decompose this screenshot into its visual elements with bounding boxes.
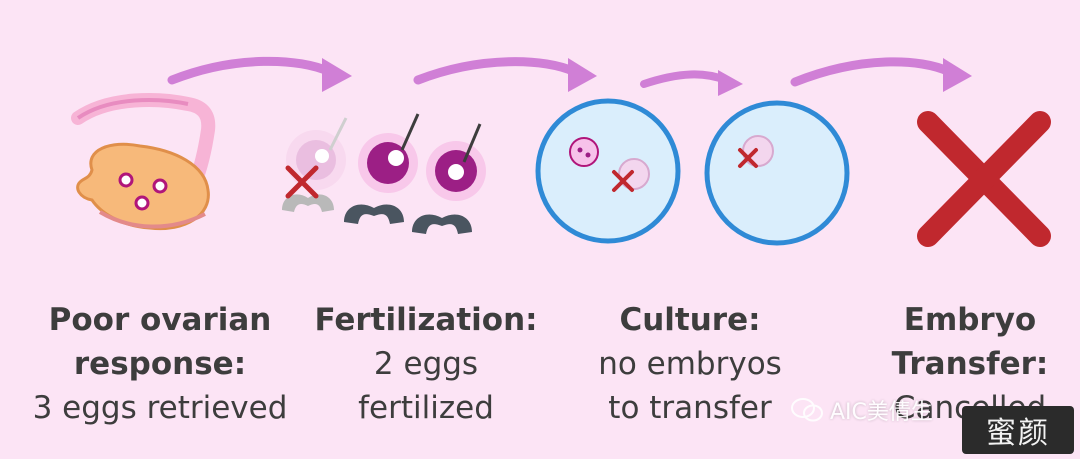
petri-dish-icon: [704, 100, 850, 246]
petri-dish-icon: [535, 98, 681, 244]
watermark-seal: 蜜颜: [962, 406, 1074, 454]
stage-title-line: Poor ovarian: [48, 302, 272, 338]
egg-icon: [118, 172, 134, 188]
stage-embryo-transfer: Embryo Transfer: Cancelled: [842, 298, 1080, 430]
cancelled-cross-icon: [917, 111, 1051, 247]
stage-culture: Culture: no embryos to transfer: [560, 298, 820, 430]
stage-fertilization: Fertilization: 2 eggs fertilized: [296, 298, 556, 430]
stage-desc-line: to transfer: [608, 390, 772, 426]
watermark-text: AIC美倩生: [830, 400, 933, 425]
cross-icon: [285, 165, 319, 199]
stage-desc-line: fertilized: [358, 390, 494, 426]
stage-title-line: Embryo: [903, 302, 1037, 338]
egg-icon: [134, 195, 150, 211]
stage-desc-line: 3 eggs retrieved: [32, 390, 288, 426]
stage-title-line: Transfer:: [891, 346, 1049, 382]
ovary-illustration: [71, 93, 216, 231]
watermark: AIC美倩生: [790, 390, 933, 430]
egg-icon: [152, 178, 168, 194]
stage-ovarian-response: Poor ovarian response: 3 eggs retrieved: [30, 298, 290, 430]
arrow-3: [640, 70, 743, 96]
fertilization-illustration: [282, 113, 486, 234]
cross-icon: [738, 148, 758, 168]
arrow-1: [167, 56, 352, 92]
wechat-icon: [791, 398, 823, 422]
stage-title-line: response:: [73, 346, 247, 382]
arrow-4: [790, 57, 972, 92]
culture-illustration: [535, 98, 850, 246]
cross-icon: [612, 170, 634, 192]
stage-desc-line: no embryos: [598, 346, 782, 382]
stage-desc-line: 2 eggs: [373, 346, 479, 382]
arrow-2: [413, 57, 597, 92]
stage-title-line: Culture:: [619, 302, 761, 338]
stage-title-line: Fertilization:: [314, 302, 538, 338]
